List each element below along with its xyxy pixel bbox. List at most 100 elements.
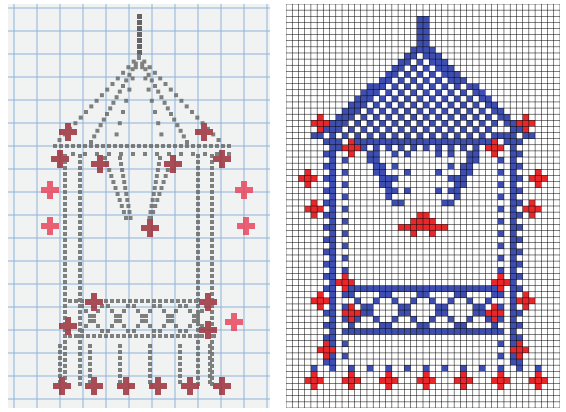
chart-cell-blue: [467, 169, 473, 175]
chart-cell-blue: [429, 71, 435, 77]
sketch-mark: [196, 154, 200, 158]
chart-cell-blue: [423, 35, 429, 41]
sketch-red-mark: [85, 383, 91, 389]
chart-cell-blue: [454, 96, 460, 102]
chart-cell-blue: [442, 84, 448, 90]
chart-cell-blue: [448, 328, 454, 334]
chart-cell-blue: [355, 316, 361, 322]
chart-cell-blue: [379, 322, 385, 328]
chart-cell-blue: [442, 139, 448, 145]
sketch-mark: [152, 299, 156, 303]
chart-cell-red: [535, 377, 541, 383]
sketch-mark: [195, 116, 199, 120]
sketch-red-mark: [181, 383, 187, 389]
sketch-mark: [152, 329, 156, 333]
chart-cell-blue: [442, 328, 448, 334]
sketch-mark: [184, 304, 188, 308]
chart-cell-red: [342, 273, 348, 279]
chart-cell-blue: [467, 163, 473, 169]
sketch-mark: [156, 90, 160, 94]
sketch-mark: [210, 280, 214, 284]
sketch-mark: [153, 84, 157, 88]
chart-cell-blue: [460, 292, 466, 298]
sketch-mark: [196, 292, 200, 296]
chart-cell-blue: [336, 120, 342, 126]
chart-cell-blue: [323, 249, 329, 255]
chart-cell-blue: [417, 133, 423, 139]
sketch-mark: [125, 198, 129, 202]
sketch-mark: [146, 334, 150, 338]
chart-cell-blue: [355, 96, 361, 102]
chart-cell-blue: [404, 120, 410, 126]
chart-cell-blue: [448, 188, 454, 194]
sketch-mark: [196, 274, 200, 278]
chart-cell-red: [305, 175, 311, 181]
chart-cell-blue: [516, 310, 522, 316]
chart-cell-blue: [330, 249, 336, 255]
chart-cell-blue: [323, 359, 329, 365]
chart-cell-blue: [398, 102, 404, 108]
chart-cell-blue: [361, 102, 367, 108]
sketch-mark: [152, 192, 156, 196]
chart-cell-blue: [392, 108, 398, 114]
chart-cell-blue: [448, 151, 454, 157]
sketch-red-mark: [170, 155, 176, 161]
chart-cell-red: [423, 371, 429, 377]
chart-cell-blue: [348, 292, 354, 298]
chart-cell-blue: [516, 359, 522, 365]
chart-cell-blue: [448, 102, 454, 108]
sketch-mark: [155, 174, 159, 178]
sketch-red-mark: [161, 383, 167, 389]
sketch-mark: [175, 123, 179, 127]
chart-cell-blue: [367, 328, 373, 334]
sketch-mark: [190, 110, 194, 114]
chart-cell-red: [398, 224, 404, 230]
sketch-red-mark: [243, 217, 249, 223]
sketch-mark: [126, 65, 130, 69]
sketch-red-mark: [71, 323, 77, 329]
chart-cell-blue: [323, 212, 329, 218]
sketch-mark: [71, 144, 75, 148]
sketch-mark: [212, 334, 216, 338]
chart-cell-blue: [367, 133, 373, 139]
chart-cell-blue: [510, 267, 516, 273]
chart-cell-blue: [510, 316, 516, 322]
chart-cell-blue: [330, 237, 336, 243]
sketch-mark: [170, 319, 174, 323]
sketch-mark: [196, 262, 200, 266]
sketch-mark: [196, 202, 200, 206]
chart-cell-blue: [510, 255, 516, 261]
sketch-mark: [143, 76, 147, 80]
chart-cell-red: [323, 353, 329, 359]
sketch-mark: [150, 78, 154, 82]
chart-cell-blue: [373, 328, 379, 334]
chart-cell-red: [342, 145, 348, 151]
sketch-mark: [80, 304, 84, 308]
chart-cell-blue: [448, 145, 454, 151]
chart-cell-blue: [411, 328, 417, 334]
sketch-mark: [78, 346, 82, 350]
chart-cell-blue: [479, 90, 485, 96]
chart-cell-red: [323, 347, 329, 353]
sketch-mark: [119, 144, 123, 148]
sketch-mark: [196, 190, 200, 194]
sketch-red-mark: [249, 223, 255, 229]
sketch-mark: [63, 196, 67, 200]
chart-cell-blue: [498, 206, 504, 212]
sketch-mark: [185, 104, 189, 108]
chart-cell-red: [342, 310, 348, 316]
pattern-grid-chart: [286, 4, 560, 408]
sketch-mark: [178, 368, 182, 372]
sketch-mark: [78, 166, 82, 170]
sketch-mark: [122, 334, 126, 338]
chart-cell-blue: [498, 243, 504, 249]
chart-cell-blue: [460, 145, 466, 151]
sketch-mark: [136, 324, 140, 328]
chart-cell-blue: [404, 59, 410, 65]
chart-cell-blue: [498, 341, 504, 347]
sketch-mark: [162, 324, 166, 328]
chart-cell-blue: [423, 77, 429, 83]
sketch-mark: [118, 362, 122, 366]
chart-cell-blue: [435, 310, 441, 316]
chart-cell-red: [523, 347, 529, 353]
